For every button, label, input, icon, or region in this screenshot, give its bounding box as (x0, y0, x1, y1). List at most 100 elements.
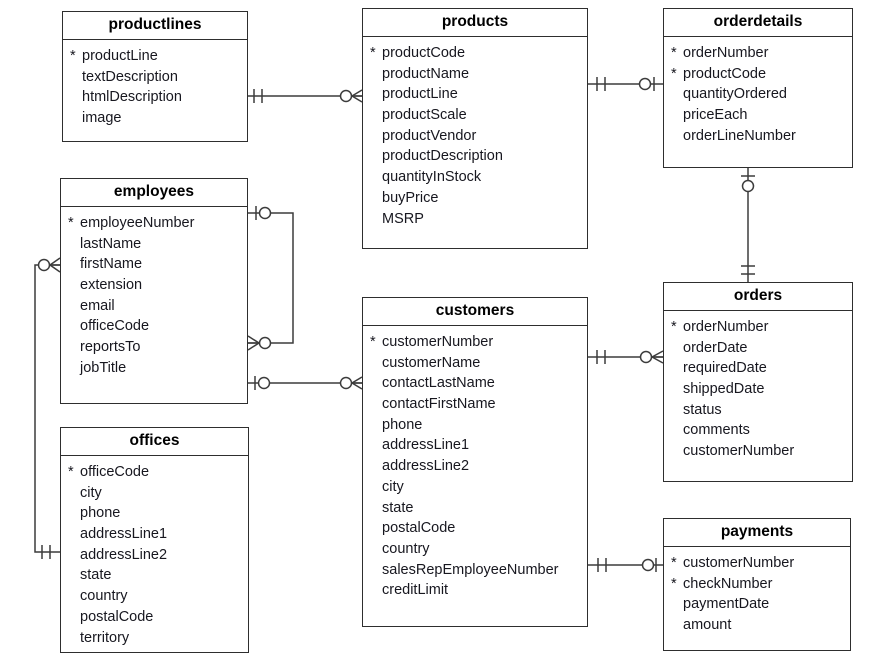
field-addressLine1: addressLine1 (68, 524, 244, 545)
field-officeCode: officeCode (68, 316, 243, 337)
field-name: territory (80, 629, 130, 646)
table-title-offices: offices (61, 428, 248, 456)
field-name: productLine (382, 86, 458, 103)
field-name: productLine (82, 48, 158, 64)
table-title-employees: employees (61, 179, 247, 207)
field-productDescription: productDescription (370, 146, 583, 167)
field-checkNumber: * checkNumber (671, 574, 846, 595)
field-name: priceEach (683, 107, 748, 124)
field-customerName: customerName (370, 353, 583, 374)
primary-key-marker: * (671, 575, 677, 592)
field-quantityInStock: quantityInStock (370, 167, 583, 188)
field-customerNumber: * customerNumber (370, 332, 583, 353)
field-priceEach: priceEach (671, 105, 848, 126)
field-name: orderNumber (683, 319, 769, 335)
field-name: phone (382, 416, 423, 433)
field-status: status (671, 400, 848, 421)
table-title-payments: payments (664, 519, 850, 547)
connector-orderdetails-orders (741, 168, 755, 282)
field-name: lastName (80, 235, 142, 252)
connector-customers-orders (588, 350, 664, 364)
field-name: contactFirstName (382, 396, 496, 413)
field-addressLine2: addressLine2 (68, 545, 244, 566)
field-name: productDescription (382, 148, 503, 165)
field-name: state (80, 567, 112, 584)
field-contactFirstName: contactFirstName (370, 394, 583, 415)
field-name: extension (80, 277, 143, 294)
field-productVendor: productVendor (370, 126, 583, 147)
primary-key-marker: * (671, 65, 677, 82)
field-name: quantityInStock (382, 169, 482, 186)
field-state: state (68, 565, 244, 586)
field-postalCode: postalCode (370, 518, 583, 539)
field-comments: comments (671, 420, 848, 441)
field-name: state (382, 499, 414, 516)
field-name: salesRepEmployeeNumber (382, 561, 559, 578)
field-firstName: firstName (68, 254, 243, 275)
field-orderDate: orderDate (671, 338, 848, 359)
field-name: amount (683, 617, 732, 634)
field-name: city (80, 484, 102, 501)
field-name: customerName (382, 354, 481, 371)
table-title-orders: orders (664, 283, 852, 311)
field-name: status (683, 401, 722, 418)
field-salesRepEmployeeNumber: salesRepEmployeeNumber (370, 560, 583, 581)
field-name: requiredDate (683, 360, 767, 377)
field-territory: territory (68, 628, 244, 649)
primary-key-marker: * (671, 555, 677, 571)
field-name: addressLine2 (382, 458, 470, 475)
field-country: country (68, 586, 244, 607)
field-contactLastName: contactLastName (370, 373, 583, 394)
field-name: city (382, 478, 404, 495)
field-customerNumber: customerNumber (671, 441, 848, 462)
field-orderNumber: *orderNumber (671, 317, 848, 338)
field-name: postalCode (382, 520, 456, 537)
field-MSRP: MSRP (370, 209, 583, 230)
field-productCode: *productCode (370, 43, 583, 64)
field-paymentDate: paymentDate (671, 594, 846, 615)
field-name: productCode (382, 45, 466, 61)
field-city: city (68, 483, 244, 504)
primary-key-marker: * (370, 334, 376, 350)
field-name: checkNumber (683, 575, 773, 592)
field-name: quantityOrdered (683, 86, 787, 103)
field-name: officeCode (80, 318, 150, 335)
field-name: MSRP (382, 210, 424, 227)
field-name: jobTitle (80, 359, 127, 376)
field-phone: phone (370, 415, 583, 436)
primary-key-marker: * (70, 48, 76, 64)
field-name: buyPrice (382, 189, 439, 206)
field-productScale: productScale (370, 105, 583, 126)
field-name: textDescription (82, 68, 178, 85)
field-state: state (370, 498, 583, 519)
field-email: email (68, 296, 243, 317)
field-extension: extension (68, 275, 243, 296)
field-name: image (82, 110, 122, 127)
field-textDescription: textDescription (70, 67, 243, 88)
connector-productlines-products (248, 89, 363, 103)
field-buyPrice: buyPrice (370, 188, 583, 209)
field-name: creditLimit (382, 582, 449, 599)
field-quantityOrdered: quantityOrdered (671, 84, 848, 105)
table-fields-customers: * customerNumber customerName contactLastNa… (363, 326, 587, 601)
field-name: productName (382, 65, 470, 82)
field-name: customerNumber (382, 334, 494, 350)
field-name: officeCode (80, 464, 150, 480)
field-name: country (80, 588, 128, 605)
field-name: firstName (80, 256, 143, 273)
field-name: postalCode (80, 608, 154, 625)
